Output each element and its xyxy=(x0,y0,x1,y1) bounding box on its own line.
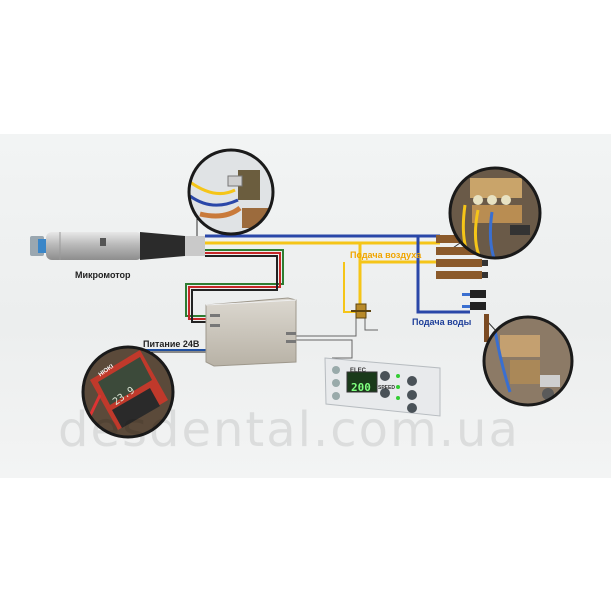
magnified-valve-block xyxy=(448,166,542,260)
magnified-motor-connector xyxy=(187,148,275,236)
cable-wires xyxy=(185,249,284,323)
panel-display-value: 200 xyxy=(351,381,371,394)
air-line xyxy=(205,241,440,313)
watermark: desdental.com.ua xyxy=(58,402,520,458)
air-supply-label: Подача воздуха xyxy=(350,250,422,260)
magnified-water-block xyxy=(482,315,574,407)
multimeter-icon xyxy=(81,345,175,439)
panel-speed-label: SPEED xyxy=(378,385,395,391)
water-supply-label: Подача воды xyxy=(412,317,472,327)
control-panel-icon xyxy=(324,357,441,417)
valve-icon xyxy=(351,303,371,319)
panel-brand: ELEC xyxy=(350,368,367,374)
control-box-icon xyxy=(205,297,297,367)
power-label: Питание 24В xyxy=(143,339,200,349)
micromotor-label: Микромотор xyxy=(75,270,131,280)
signal-wires xyxy=(294,318,378,359)
water-line xyxy=(205,234,470,314)
micromotor-handpiece-icon xyxy=(30,232,205,260)
